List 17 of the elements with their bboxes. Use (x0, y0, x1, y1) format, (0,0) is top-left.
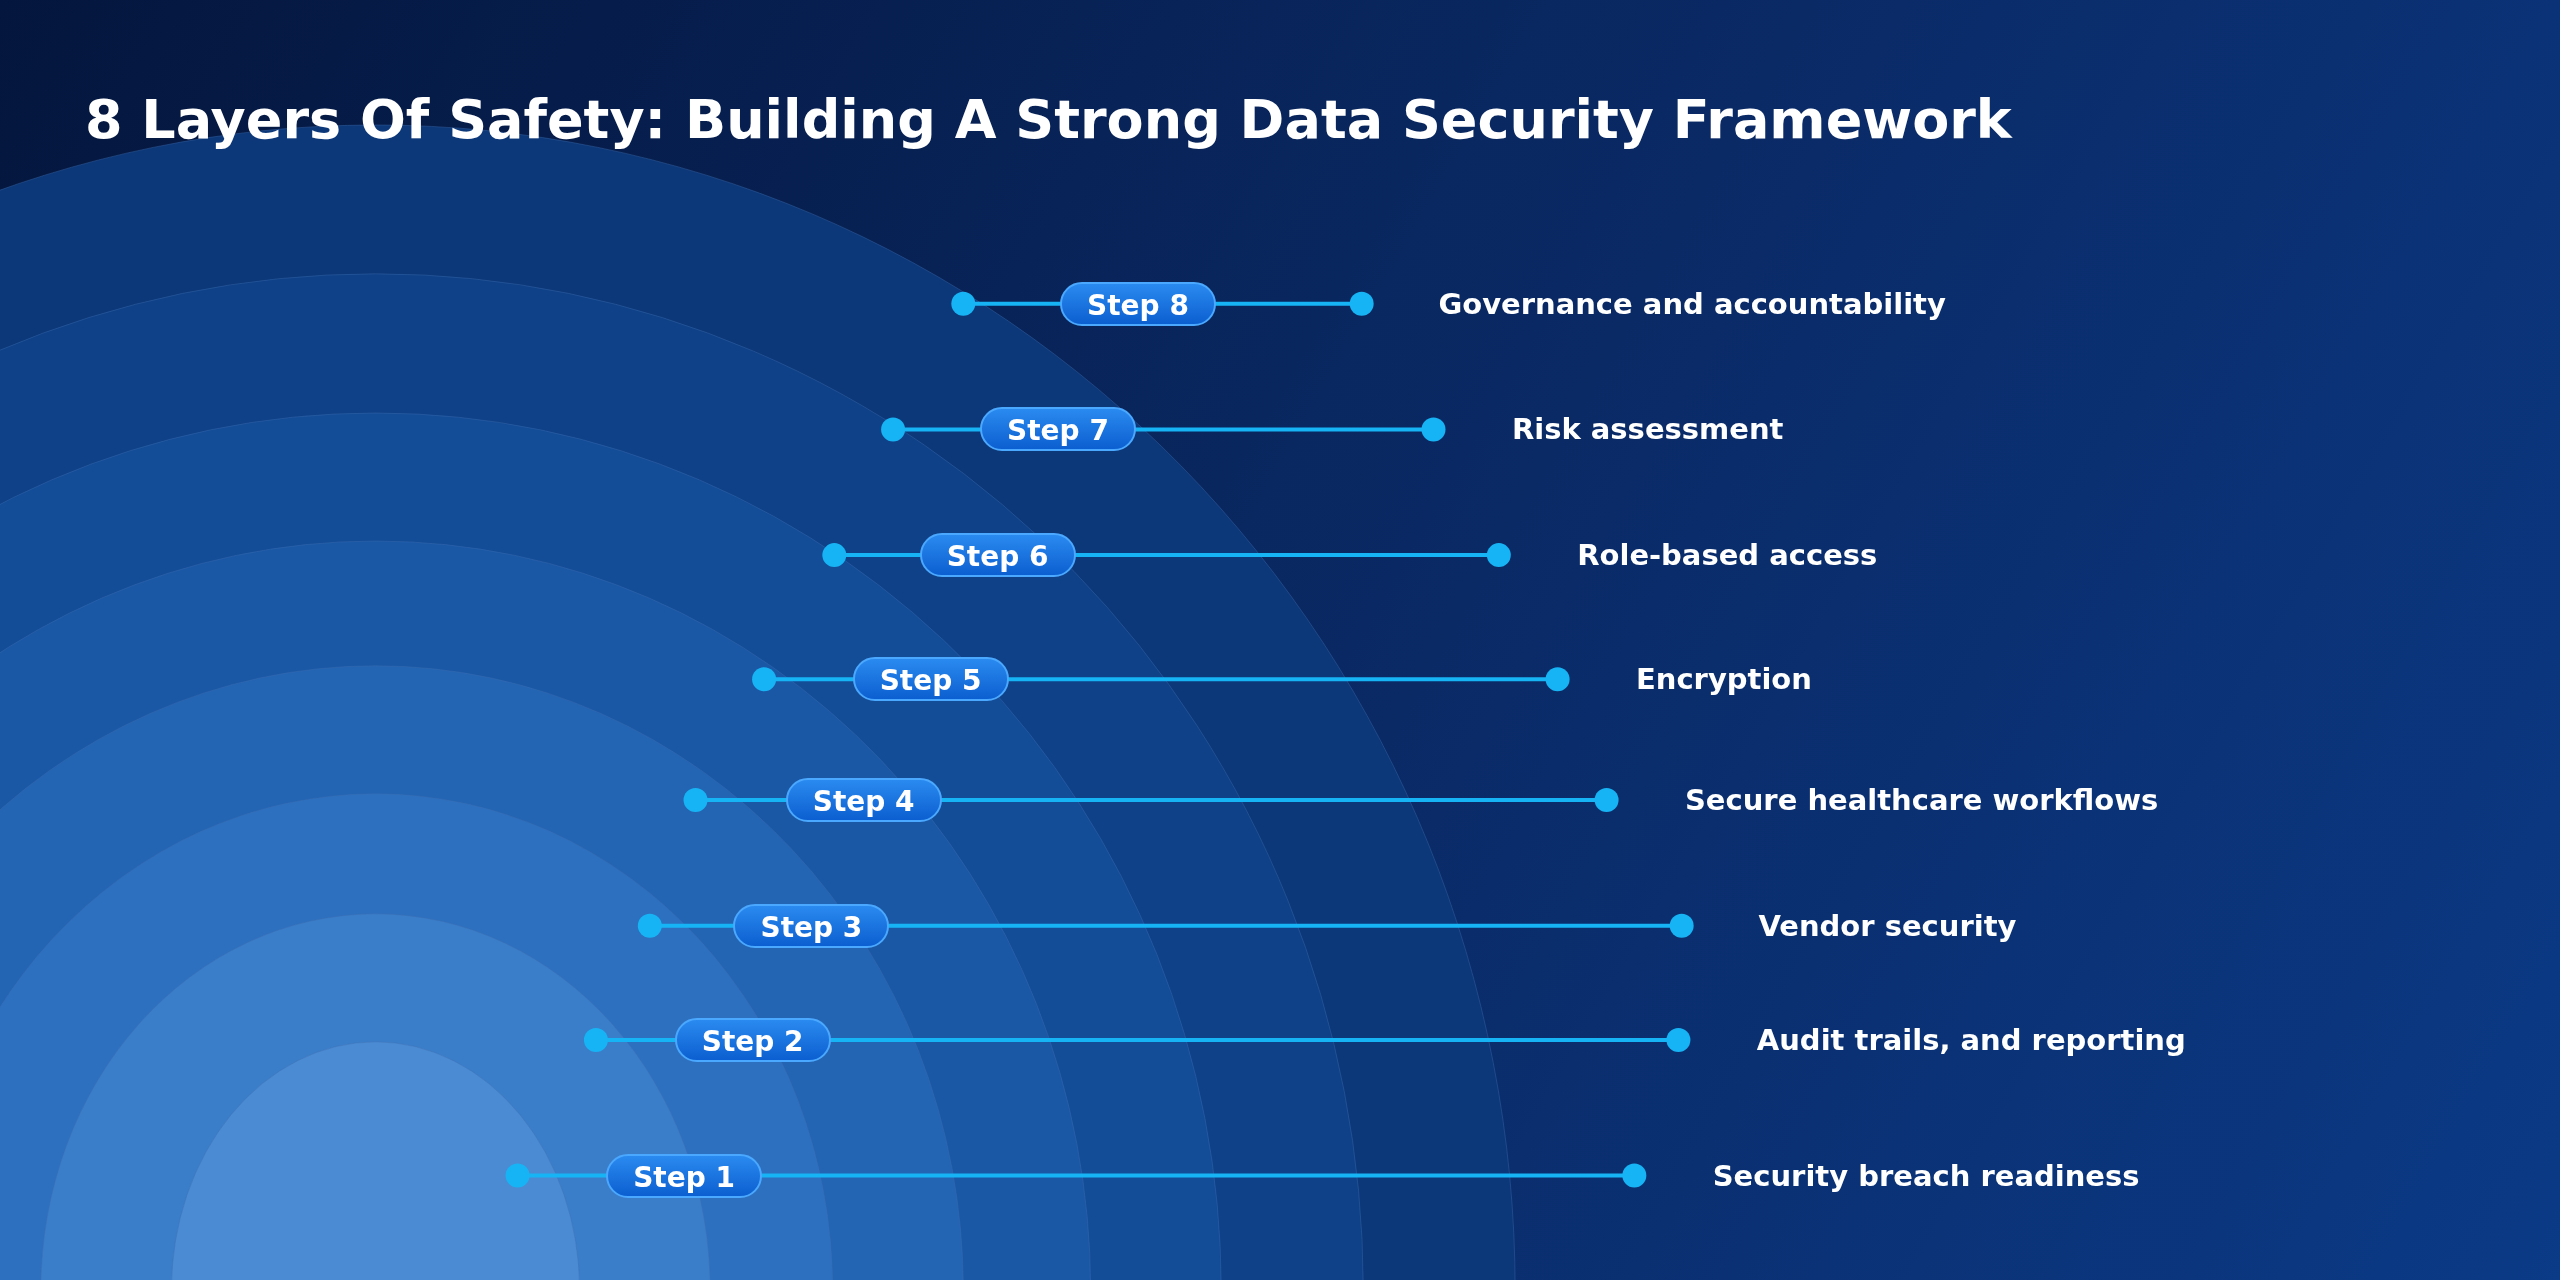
step-pill: Step 2 (674, 1018, 831, 1062)
step-description: Role-based access (1577, 537, 1878, 575)
step-pill: Step 4 (785, 778, 942, 822)
step-description: Encryption (1635, 661, 1812, 699)
step-pill: Step 7 (980, 407, 1136, 452)
step-description: Risk assessment (1511, 411, 1784, 449)
step-pill: Step 3 (733, 903, 890, 948)
step-pill: Step 1 (606, 1153, 763, 1198)
step-description: Governance and accountability (1438, 285, 1946, 323)
title: 8 Layers Of Safety: Building A Strong Data Security Framework (85, 88, 2012, 151)
step-description: Security breach readiness (1712, 1157, 2140, 1195)
step-pill: Step 6 (919, 533, 1076, 578)
step-pill: Step 5 (852, 657, 1009, 702)
step-description: Audit trails, and reporting (1756, 1022, 2186, 1059)
step-description: Secure healthcare workflows (1684, 782, 2159, 819)
step-pill: Step 8 (1060, 281, 1216, 326)
step-description: Vendor security (1758, 907, 2017, 945)
